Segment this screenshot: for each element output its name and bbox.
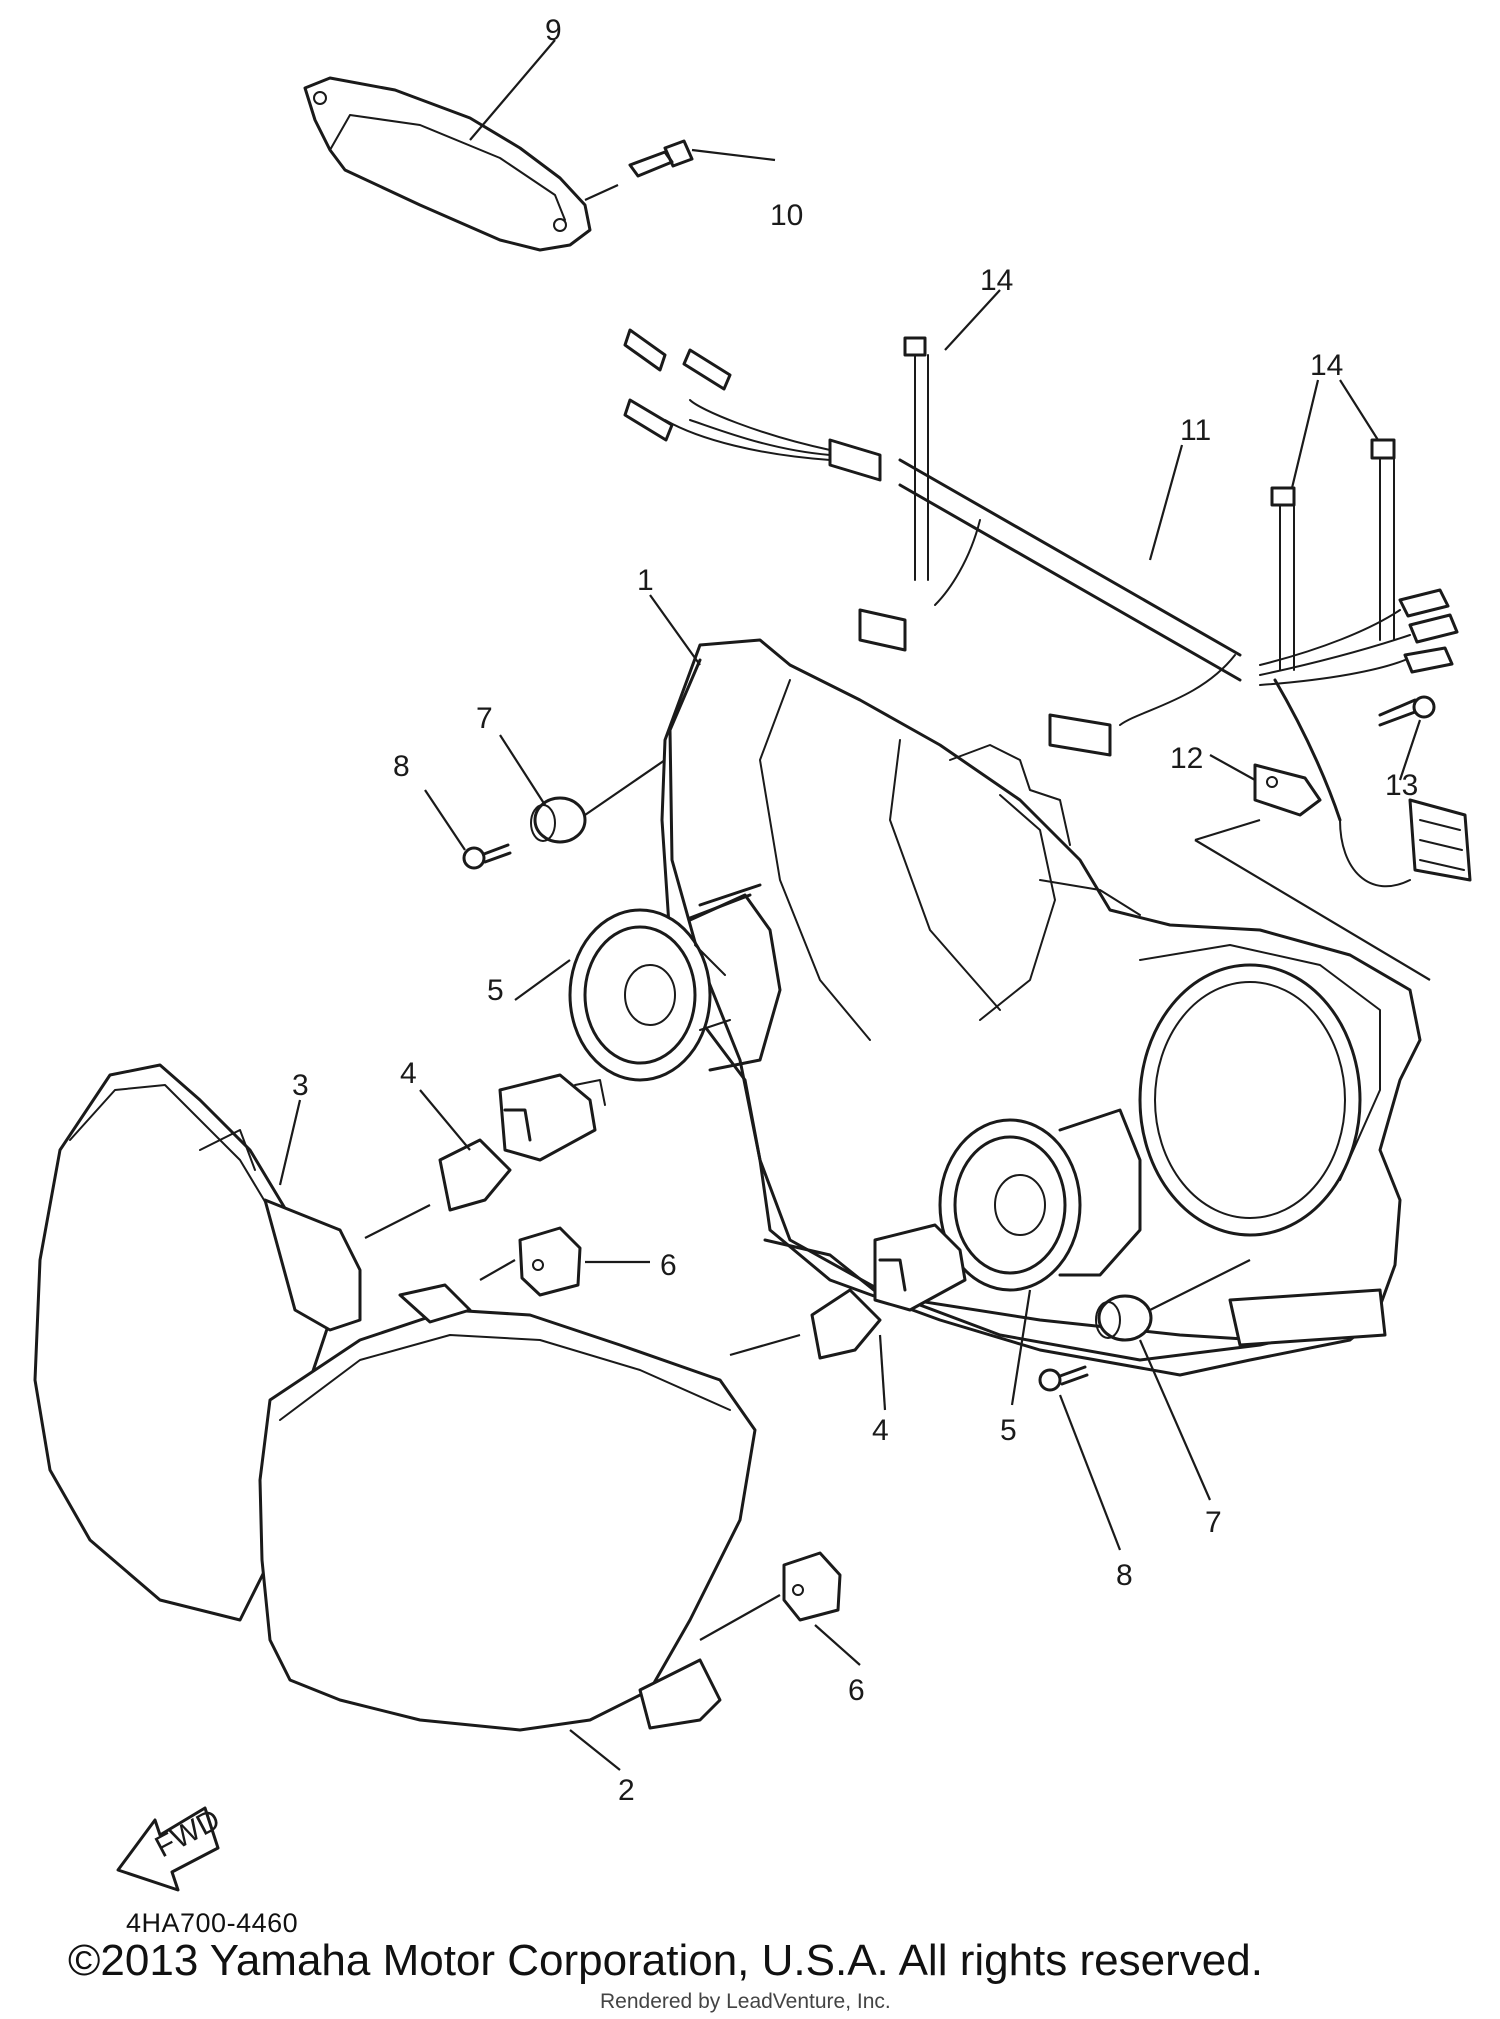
headlight-lens-2 xyxy=(258,1283,757,1732)
grommet-7-lower xyxy=(1095,1294,1153,1342)
headlight-bulb-4-lower xyxy=(810,1223,967,1360)
callout-3: 3 xyxy=(292,1069,309,1102)
callout-14-right: 14 xyxy=(1310,349,1343,382)
harness-clamps xyxy=(903,336,1396,671)
callout-2: 2 xyxy=(618,1774,635,1807)
callout-8-upper: 8 xyxy=(393,750,410,783)
callout-8-lower: 8 xyxy=(1116,1559,1133,1592)
headlight-housing xyxy=(660,638,1422,1377)
screw-8-lower xyxy=(1038,1365,1089,1392)
screw-10 xyxy=(628,139,694,178)
bulb-socket-5-upper xyxy=(568,883,782,1082)
bolt-13 xyxy=(1378,695,1436,727)
diagram-code: 4HA700-4460 xyxy=(126,1908,299,1938)
wire-harness xyxy=(623,328,1472,888)
callout-13: 13 xyxy=(1385,769,1418,802)
bulb-socket-5-lower xyxy=(938,1108,1142,1292)
callout-numbers: 9 10 14 14 11 1 7 8 12 13 5 4 3 6 4 5 7 … xyxy=(292,14,1418,1807)
callout-5-upper: 5 xyxy=(487,974,504,1007)
callout-6-lower: 6 xyxy=(848,1674,865,1707)
screw-8-upper xyxy=(462,843,512,870)
callout-7-upper: 7 xyxy=(476,702,493,735)
headlight-lens-3 xyxy=(33,1063,362,1622)
callout-5-lower: 5 xyxy=(1000,1414,1017,1447)
forward-arrow xyxy=(116,1806,220,1892)
callout-10: 10 xyxy=(770,199,803,232)
render-credit: Rendered by LeadVenture, Inc. xyxy=(600,1990,891,2013)
callout-1: 1 xyxy=(637,564,654,597)
headlight-bulb-4-upper xyxy=(438,1073,606,1212)
grommet-7-upper xyxy=(530,796,587,844)
rubber-cap-6-lower xyxy=(782,1551,842,1622)
callout-14-left: 14 xyxy=(980,264,1013,297)
callout-4-upper: 4 xyxy=(400,1057,417,1090)
rubber-cap-6-upper xyxy=(518,1226,582,1297)
callout-12: 12 xyxy=(1170,742,1203,775)
callout-9: 9 xyxy=(545,14,562,47)
callout-4-lower: 4 xyxy=(872,1414,889,1447)
clamp-12 xyxy=(1253,763,1322,817)
callout-11: 11 xyxy=(1180,414,1211,447)
callout-6-upper: 6 xyxy=(660,1249,677,1282)
copyright-notice: ©2013 Yamaha Motor Corporation, U.S.A. A… xyxy=(68,1936,1263,1985)
position-lamp xyxy=(303,76,592,252)
callout-7-lower: 7 xyxy=(1205,1506,1222,1539)
callout-leaders xyxy=(278,39,1422,1771)
